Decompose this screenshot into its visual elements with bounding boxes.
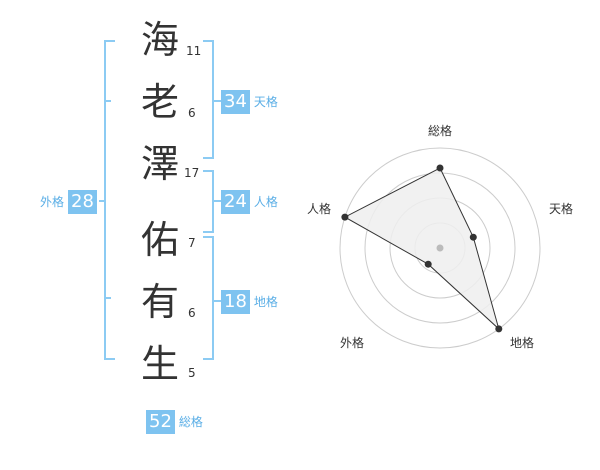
tenkaku-badge: 34 天格 bbox=[221, 90, 278, 114]
name-char-6: 生 bbox=[140, 342, 179, 386]
name-char-4: 佑 bbox=[140, 218, 179, 262]
radar-point-soukaku bbox=[436, 164, 444, 172]
stroke-count-5: 6 bbox=[188, 306, 196, 320]
gaikaku-badge: 外格 28 bbox=[40, 190, 97, 214]
stroke-count-1: 11 bbox=[186, 44, 202, 58]
chikaku-label: 地格 bbox=[253, 295, 278, 309]
radar-point-tenkaku bbox=[469, 233, 477, 241]
stroke-count-3: 17 bbox=[184, 166, 200, 180]
radar-axis-label-tenkaku: 天格 bbox=[549, 202, 574, 216]
tenkaku-value: 34 bbox=[221, 90, 250, 114]
stroke-count-2: 6 bbox=[188, 106, 196, 120]
stroke-count-6: 5 bbox=[188, 366, 196, 380]
radar-axis-label-chikaku: 地格 bbox=[510, 336, 535, 350]
tenkaku-label: 天格 bbox=[253, 95, 278, 109]
chikaku-value: 18 bbox=[221, 290, 250, 314]
radar-ring-4 bbox=[339, 147, 541, 349]
name-char-2: 老 bbox=[140, 80, 179, 124]
tenkaku-bracket bbox=[203, 40, 214, 159]
radar-point-gaikaku bbox=[424, 260, 432, 268]
radar-point-chikaku bbox=[495, 325, 503, 333]
jinkaku-badge: 24 人格 bbox=[221, 190, 278, 214]
radar-point-jinkaku bbox=[341, 213, 349, 221]
gaikaku-label: 外格 bbox=[40, 195, 65, 209]
soukaku-badge: 52 総格 bbox=[146, 410, 203, 434]
name-char-5: 有 bbox=[140, 280, 179, 324]
radar-axis-label-gaikaku: 外格 bbox=[340, 336, 365, 350]
soukaku-value: 52 bbox=[146, 410, 175, 434]
name-char-1: 海 bbox=[140, 18, 179, 62]
radar-center-dot bbox=[436, 244, 444, 252]
jinkaku-value: 24 bbox=[221, 190, 250, 214]
jinkaku-label: 人格 bbox=[253, 195, 278, 209]
radar-axis-label-jinkaku: 人格 bbox=[307, 202, 332, 216]
chikaku-badge: 18 地格 bbox=[221, 290, 278, 314]
chikaku-bracket bbox=[203, 236, 214, 360]
radar-axis-label-soukaku: 総格 bbox=[428, 124, 453, 138]
gaikaku-value: 28 bbox=[68, 190, 97, 214]
stroke-count-4: 7 bbox=[188, 236, 196, 250]
soukaku-label: 総格 bbox=[178, 415, 203, 429]
name-char-3: 澤 bbox=[140, 142, 179, 186]
radar-polygon bbox=[343, 167, 500, 331]
